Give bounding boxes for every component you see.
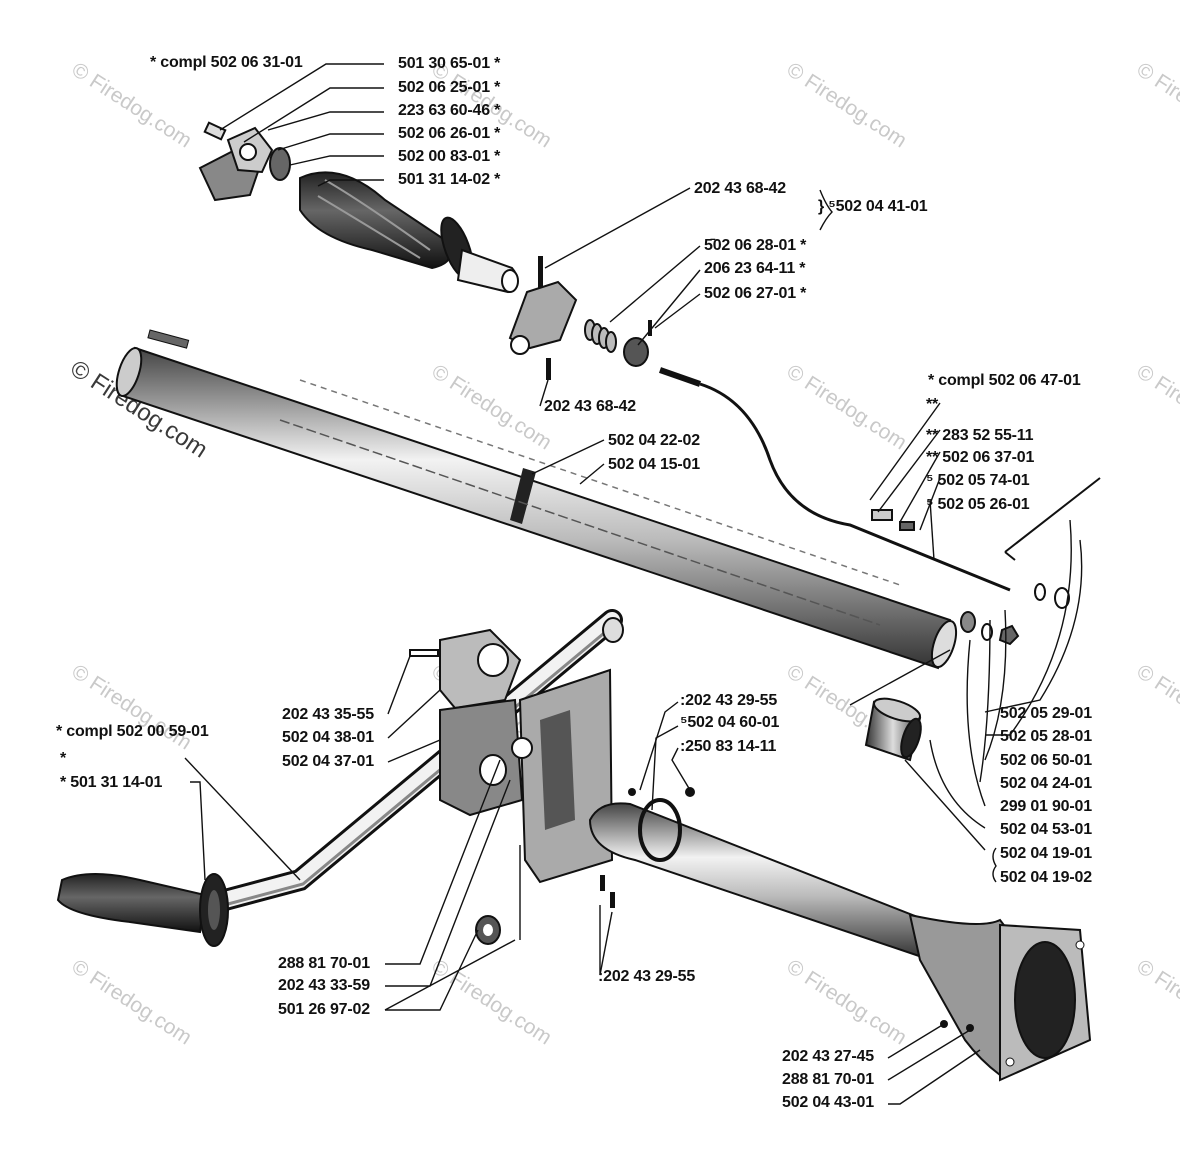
part-label: 502 04 37-01: [282, 753, 374, 770]
part-label: * compl 502 06 47-01: [928, 372, 1081, 389]
part-label: :202 43 29-55: [680, 692, 778, 709]
part-label: 5̄02 06 28-01 *: [704, 237, 807, 254]
part-label: * 501 31 14-01: [60, 774, 163, 791]
part-label: ⁵502 04 60-01: [680, 714, 780, 731]
part-label: 223 63 60-46 *: [398, 102, 501, 119]
part-label: 502 04 19-02: [1000, 869, 1092, 886]
part-label: 502 06 26-01 *: [398, 125, 501, 142]
part-label: 501 31 14-02 *: [398, 171, 501, 188]
part-label: *: [60, 750, 67, 767]
drive-shaft-tube: [115, 329, 1020, 670]
part-label: 502 00 83-01 *: [398, 148, 501, 165]
leader-lines: [184, 63, 1083, 1105]
part-label: 202 43 27-45: [782, 1048, 874, 1065]
part-label: 502 06 25-01 *: [398, 79, 501, 96]
part-label: ⁵ 502 05 26-01: [926, 496, 1030, 513]
part-label: 502 04 19-01: [1000, 845, 1092, 862]
part-label: 202 43 33-59: [278, 977, 370, 994]
part-label: 502 04 24-01: [1000, 775, 1092, 792]
part-label: 502 04 38-01: [282, 729, 374, 746]
part-label: :202 43 29-55: [598, 968, 696, 985]
part-label: 288 81 70-01: [782, 1071, 874, 1088]
part-label: 202 43 68-42: [544, 398, 636, 415]
part-label: 502 06 50-01: [1000, 752, 1092, 769]
part-label: * compl 502 06 31-01: [150, 54, 303, 71]
part-label: 502 06 27-01 *: [704, 285, 807, 302]
part-label: 502 04 15-01: [608, 456, 700, 473]
part-label: * compl 502 00 59-01: [56, 723, 209, 740]
part-label: :250 83 14-11: [680, 738, 777, 755]
lower-tube: [588, 787, 1092, 1082]
handle-clamp: [409, 628, 614, 884]
part-label: 502 05 28-01: [1000, 728, 1092, 745]
part-label: **: [926, 396, 939, 413]
part-label: 502 04 43-01: [782, 1094, 874, 1111]
throttle-cable: [659, 367, 1101, 609]
part-label: 206 23 64-11 *: [704, 260, 806, 277]
part-label: 502 04 53-01: [1000, 821, 1092, 838]
part-label: 501 30 65-01 *: [398, 55, 501, 72]
part-label: 299 01 90-01: [1000, 798, 1092, 815]
part-label: } ⁵502 04 41-01: [818, 198, 928, 215]
part-label: ** 283 52 55-11: [926, 427, 1034, 444]
part-label: 202 43 35-55: [282, 706, 374, 723]
nut: [475, 915, 501, 945]
part-label: 502 05 29-01: [1000, 705, 1092, 722]
bushing: [864, 697, 922, 762]
part-label: 502 04 22-02: [608, 432, 700, 449]
part-label: 288 81 70-01: [278, 955, 370, 972]
throttle-housing: [508, 256, 652, 380]
part-label: 501 26 97-02: [278, 1001, 370, 1018]
part-label: 202 43 68-42: [694, 180, 786, 197]
part-label: ⁵ 502 05 74-01: [926, 472, 1030, 489]
part-label: ** 502 06 37-01: [926, 449, 1035, 466]
upper-handle-grip: [198, 121, 519, 294]
